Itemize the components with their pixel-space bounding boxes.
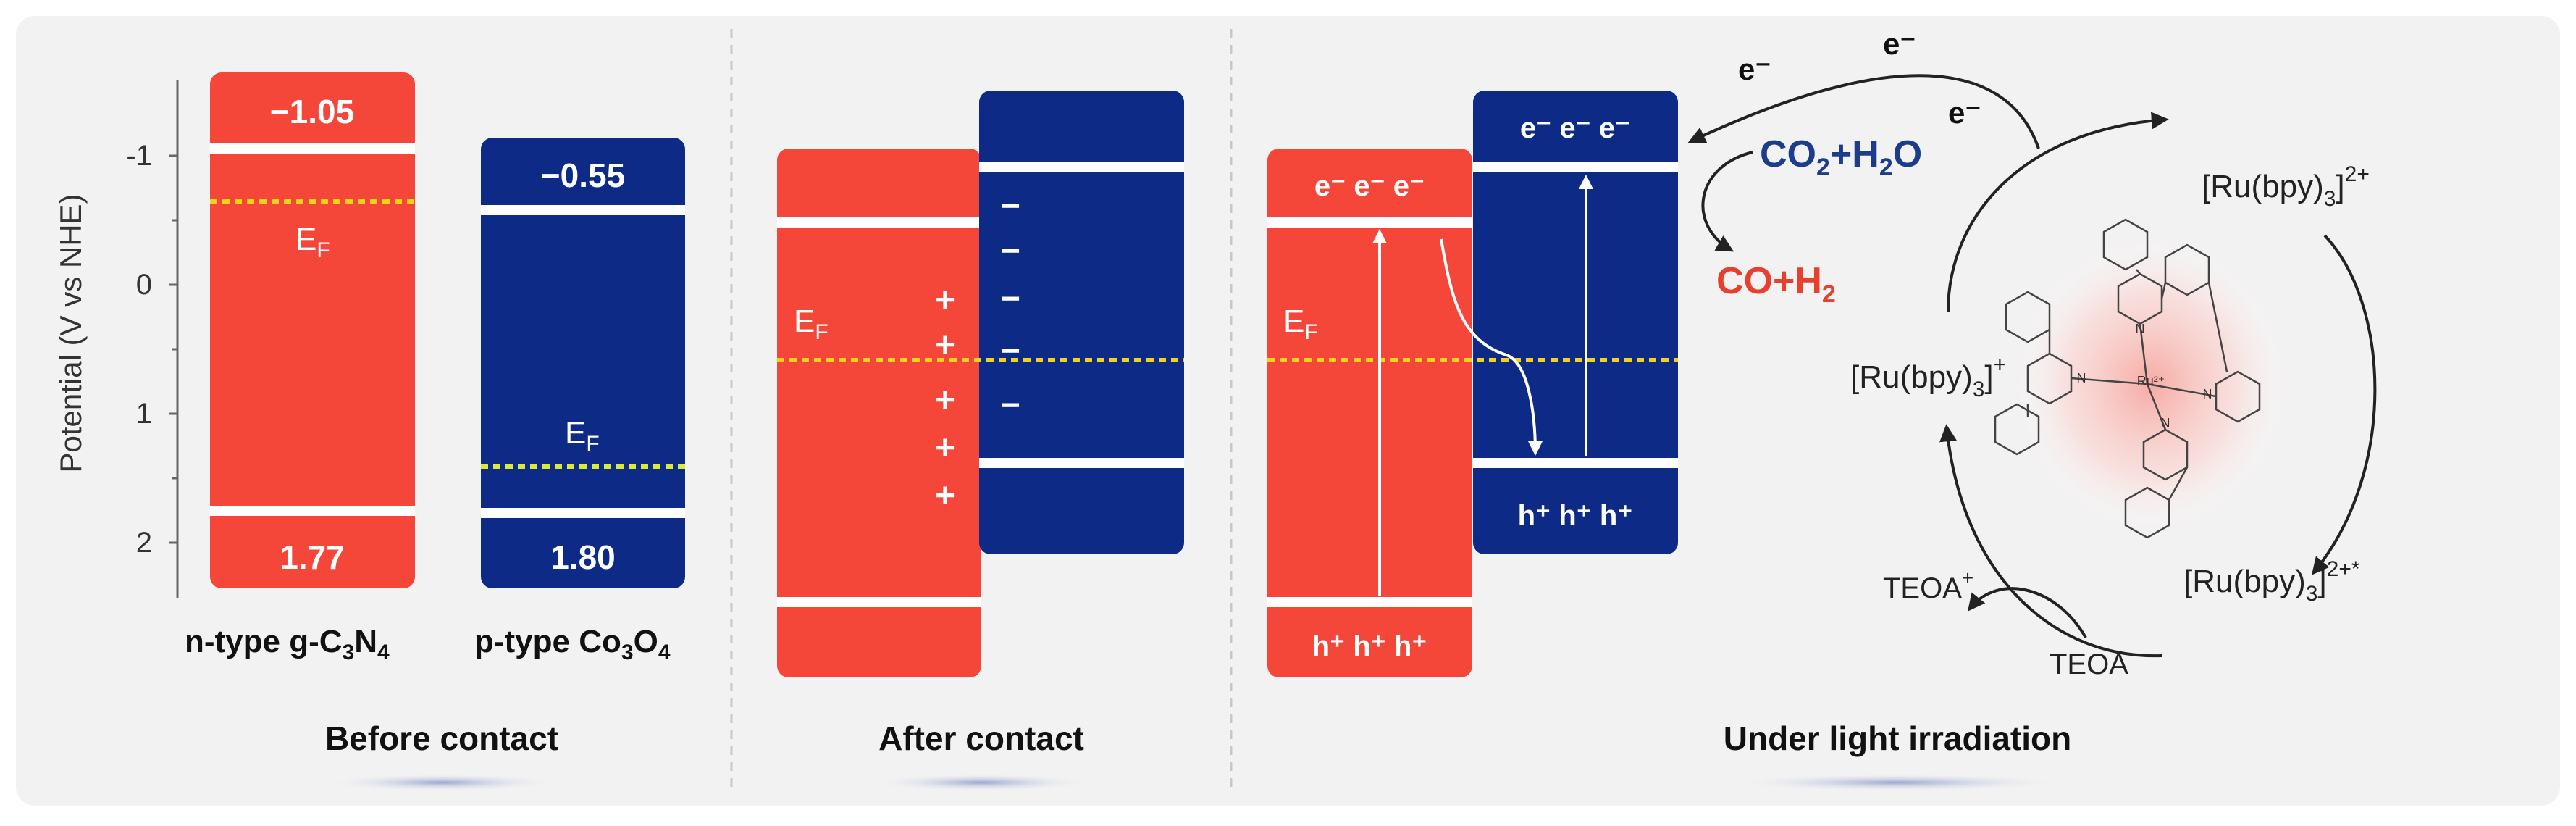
p-electrons: e⁻ e⁻ e⁻ [1520,112,1630,144]
p-fermi-label: EF [565,415,600,456]
svg-text:−: − [1000,280,1020,318]
svg-text:+: + [935,326,955,364]
svg-text:+: + [935,429,955,467]
potential-axis: -1 0 1 2 Potential (V vs NHE) [54,80,179,598]
p-type-band [481,138,685,588]
reduction-arrow [1701,151,1753,252]
n-holes: h⁺ h⁺ h⁺ [1312,630,1427,662]
panel-title-after: After contact [878,719,1084,757]
p-cb-value: −0.55 [541,157,625,194]
title-shadow [1731,774,2064,791]
n-electrons: e⁻ e⁻ e⁻ [1314,170,1425,202]
p-type-caption: p-type Co3O4 [474,624,671,664]
p-conduction-band-edge [481,205,685,215]
svg-text:−: − [1000,386,1020,425]
p-cb-edge-after [979,162,1184,172]
svg-text:+: + [935,281,955,320]
svg-text:N: N [2077,371,2086,385]
panel-title-before: Before contact [325,719,558,757]
svg-text:N: N [2161,416,2170,430]
p-holes: h⁺ h⁺ h⁺ [1518,500,1633,532]
cycle-arrow-reduction [1939,424,2162,658]
ru-bpy-molecule: N N N N Ru²⁺ [1994,218,2292,539]
positive-charges: + + + + + [935,281,955,515]
axis-label: Potential (V vs NHE) [54,193,88,472]
n-type-caption: n-type g-C3N4 [185,624,390,664]
cycle-arrow-electron-transfer [1947,112,2169,312]
electron-flow-arc [1687,74,2040,149]
p-vb-edge-after [979,458,1184,468]
tick-label: 0 [136,269,152,301]
fermi-label-light: EF [1283,304,1318,344]
svg-text:N: N [2136,322,2145,336]
electron-label-2: e⁻ [1883,27,1916,61]
n-fermi-label: EF [295,222,330,262]
ru-complex-ground: [Ru(bpy)3]2+ [2202,162,2370,211]
svg-text:+: + [935,477,955,515]
svg-text:+: + [935,381,955,420]
panel-before-contact: −1.05 1.77 EF −0.55 1.80 EF n-type g-C3N… [185,72,685,791]
reactant-label: CO2+H2O [1760,133,1922,181]
product-label: CO+H2 [1716,260,1836,308]
p-type-band-after [979,91,1184,554]
n-vb-edge-light [1267,597,1472,607]
n-type-band-after [777,149,981,677]
svg-text:N: N [2203,387,2212,401]
svg-text:−: − [1000,232,1020,270]
n-conduction-band-edge [210,143,415,154]
n-valence-band-edge [210,506,415,516]
p-valence-band-edge [481,508,685,518]
electron-label-3: e⁻ [1948,96,1981,130]
electron-label-1: e⁻ [1738,52,1771,86]
n-vb-edge-after [777,597,981,607]
fermi-label-after: EF [794,304,828,344]
tick-label: 1 [136,398,152,430]
ru-complex-reduced: [Ru(bpy)3]+ [1850,353,2006,401]
n-cb-edge-after [777,217,981,228]
negative-charges: − − − − − [1000,187,1020,425]
teoa-label: TEOA [2050,648,2128,680]
cycle-arrow-excitation [2311,234,2377,575]
ru-complex-excited: [Ru(bpy)3]2+* [2183,557,2360,606]
tick-label: -1 [126,140,152,172]
p-vb-value: 1.80 [550,538,616,576]
svg-text:Ru²⁺: Ru²⁺ [2137,374,2165,388]
teoa-oxidation-arrow [1967,587,2087,638]
panel-after-contact: EF + + + + + − − − − − After contact [777,91,1184,791]
n-cb-value: −1.05 [270,93,354,130]
tick-label: 2 [136,527,152,559]
panel-title-light: Under light irradiation [1724,719,2071,757]
n-type-band-light [1267,149,1472,677]
svg-text:−: − [1000,332,1020,370]
teoa-oxidized-label: TEOA+ [1883,567,1973,604]
p-cb-edge-light [1473,162,1678,172]
panel-under-light: EF e⁻ e⁻ e⁻ h⁺ h⁺ h⁺ e⁻ e⁻ e⁻ h⁺ h⁺ h⁺ C… [1267,27,2377,791]
electron-transfer-arrow [1440,238,1543,456]
title-shadow [873,774,1090,791]
p-type-band-light [1473,91,1678,554]
p-vb-edge-light [1473,458,1678,468]
svg-text:−: − [1000,187,1020,225]
title-shadow [326,774,558,791]
n-vb-value: 1.77 [280,538,345,576]
n-cb-edge-light [1267,217,1472,228]
